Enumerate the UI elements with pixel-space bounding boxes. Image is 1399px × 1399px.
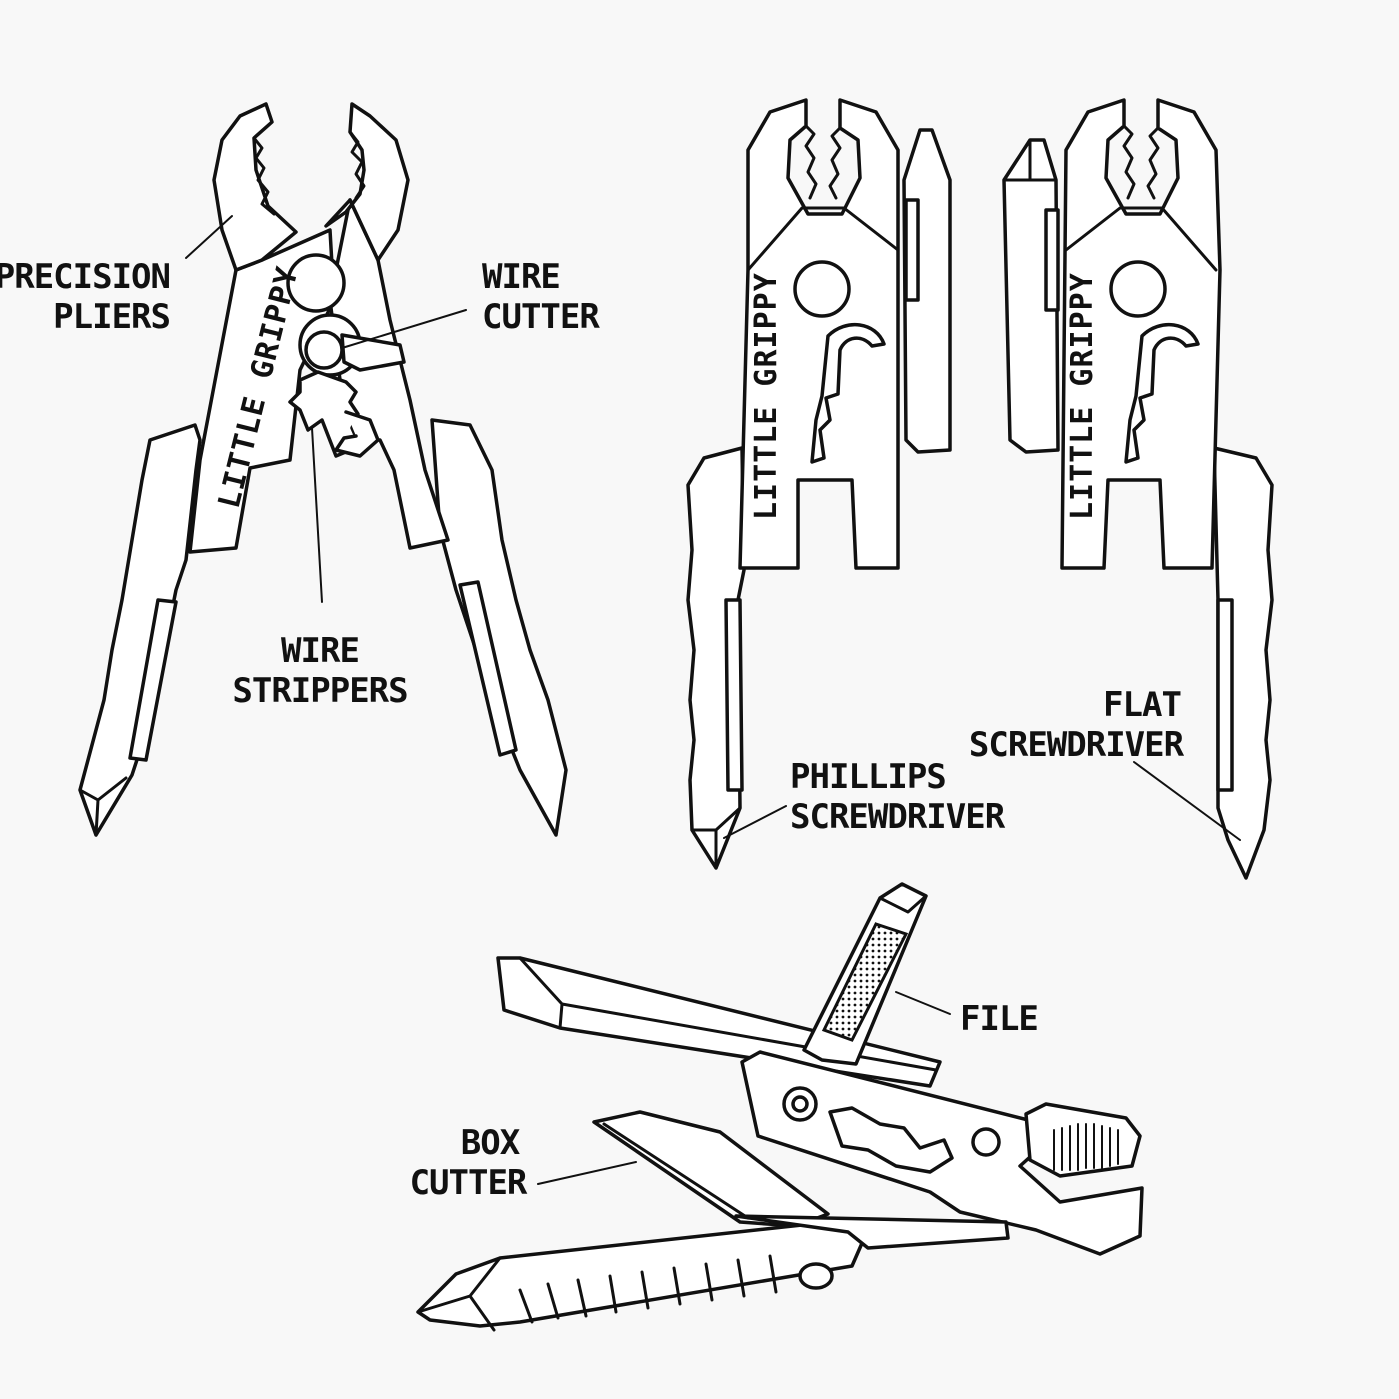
phillips-handle-channel	[724, 598, 744, 792]
flat-side-blade-tip	[1002, 138, 1058, 182]
flat-body	[1060, 98, 1222, 570]
stripper-hook	[334, 410, 380, 458]
side-body-hole	[971, 1127, 1001, 1157]
leader-flat	[1133, 761, 1241, 841]
side-view-tool	[416, 882, 1144, 1332]
side-jaw	[1024, 1102, 1142, 1178]
left-handle	[78, 423, 202, 837]
phillips-side-channel	[904, 198, 920, 302]
leader-wire-strippers	[311, 427, 323, 603]
side-body-rivet-inner	[791, 1095, 809, 1113]
flat-cutter-curl	[1124, 322, 1200, 464]
phillips-cutter-curl	[810, 322, 886, 464]
leader-precision-pliers	[185, 215, 233, 259]
left-jaw	[212, 102, 298, 272]
upper-handle-end	[518, 956, 938, 1072]
flat-jaw-line	[1064, 206, 1218, 272]
box-cutter-edge	[602, 1122, 750, 1220]
side-strip-mechanism	[828, 1106, 954, 1174]
lower-phillips-tip	[416, 1256, 502, 1332]
leader-file	[895, 991, 951, 1015]
left-arm	[188, 228, 336, 554]
flat-pivot	[1109, 260, 1167, 318]
brand-text-tool2: LITTLE GRIPPY	[749, 272, 784, 520]
phillips-jaw-line	[746, 206, 900, 272]
closed-tool-flat: LITTLE GRIPPY	[1002, 98, 1274, 880]
pivot-rivet	[286, 253, 346, 313]
phillips-body	[738, 98, 900, 570]
lower-arm	[734, 1214, 1010, 1250]
right-jaw	[324, 102, 410, 262]
side-jaw-ridges	[1053, 1123, 1119, 1171]
wire-cutter-hole	[304, 330, 344, 370]
box-cutter-blade	[592, 1110, 830, 1228]
phillips-jaw-teeth	[804, 124, 842, 200]
leader-lines	[185, 215, 1241, 1185]
leader-box-cutter	[537, 1161, 637, 1185]
right-arm	[328, 198, 450, 550]
leader-wire-cutter	[341, 309, 467, 349]
phillips-tip	[690, 806, 742, 870]
file-texture	[821, 922, 909, 1042]
left-jaw-teeth	[252, 136, 276, 216]
phillips-tip-left	[78, 776, 128, 837]
label-file: FILE	[960, 999, 1038, 1039]
closed-tool-phillips: LITTLE GRIPPY	[686, 98, 952, 870]
right-handle-channel	[458, 580, 518, 757]
flat-jaw-teeth	[1122, 124, 1160, 200]
lower-handle-grip	[518, 1254, 778, 1324]
flat-handle-channel	[1216, 598, 1234, 792]
phillips-pivot	[793, 260, 851, 318]
file-neck	[878, 894, 928, 914]
right-handle	[430, 418, 568, 837]
right-jaw-teeth	[348, 130, 366, 200]
left-handle-channel	[128, 598, 178, 762]
lower-handle-rivet	[798, 1262, 834, 1290]
open-pliers-tool: LITTLE GRIPPY	[78, 102, 568, 837]
flat-side-channel	[1044, 208, 1060, 312]
leader-phillips	[723, 805, 787, 839]
brand-text-tool3: LITTLE GRIPPY	[1065, 272, 1100, 520]
